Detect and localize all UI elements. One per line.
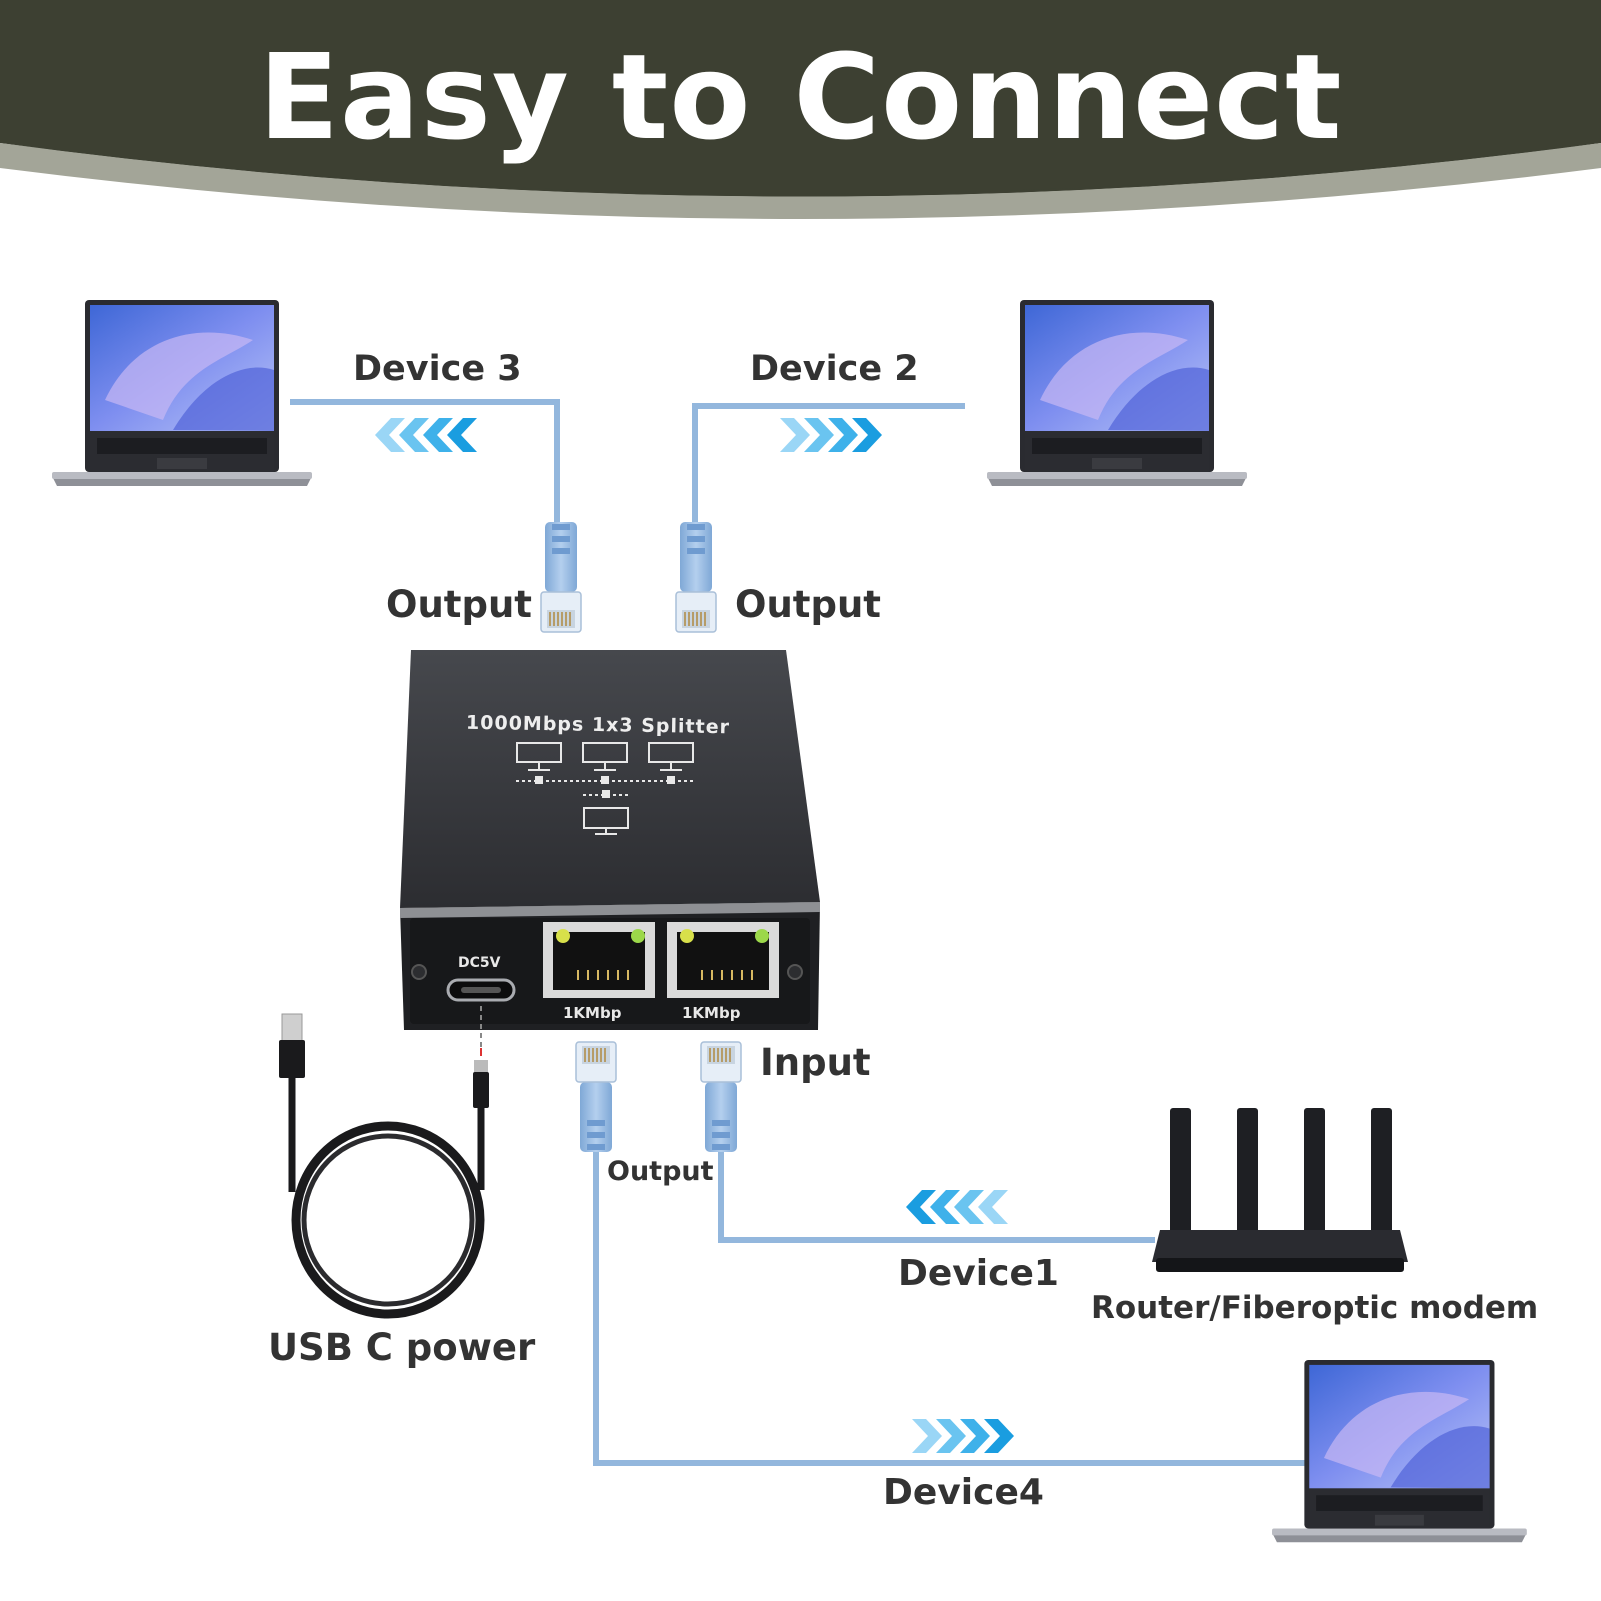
port-label-1: 1KMbp — [563, 1004, 622, 1022]
rj45-plug-icon — [575, 1041, 617, 1153]
splitter-device — [400, 650, 820, 1030]
label-device4: Device4 — [883, 1472, 1044, 1513]
header-banner — [0, 0, 1601, 219]
laptop-icon — [1272, 1360, 1527, 1543]
power-port-label: DC5V — [458, 955, 501, 971]
rj45-plug-icon — [700, 1041, 742, 1153]
router-icon — [1152, 1108, 1408, 1272]
cable-device3 — [290, 399, 560, 522]
label-input: Input — [760, 1041, 871, 1084]
cable-lines — [290, 399, 1305, 1466]
rj45-plug-icon — [675, 521, 717, 633]
label-output-bottom: Output — [607, 1156, 714, 1187]
label-device1: Device1 — [898, 1253, 1059, 1294]
label-output-right: Output — [735, 583, 881, 626]
label-router: Router/Fiberoptic modem — [1091, 1290, 1539, 1326]
label-usb-power: USB C power — [268, 1326, 536, 1369]
cable-device1 — [718, 1148, 1155, 1243]
cable-device4 — [593, 1148, 1305, 1466]
label-device2: Device 2 — [750, 349, 919, 389]
laptop-icon — [987, 300, 1247, 486]
rj45-plug-icon — [540, 521, 582, 633]
page-title: Easy to Connect — [258, 28, 1343, 166]
port-label-2: 1KMbp — [682, 1004, 741, 1022]
laptop-icon — [52, 300, 312, 486]
label-output-left: Output — [386, 583, 532, 626]
usb-cable-icon — [279, 1006, 489, 1319]
label-device3: Device 3 — [353, 349, 522, 389]
cable-device2 — [692, 403, 965, 522]
